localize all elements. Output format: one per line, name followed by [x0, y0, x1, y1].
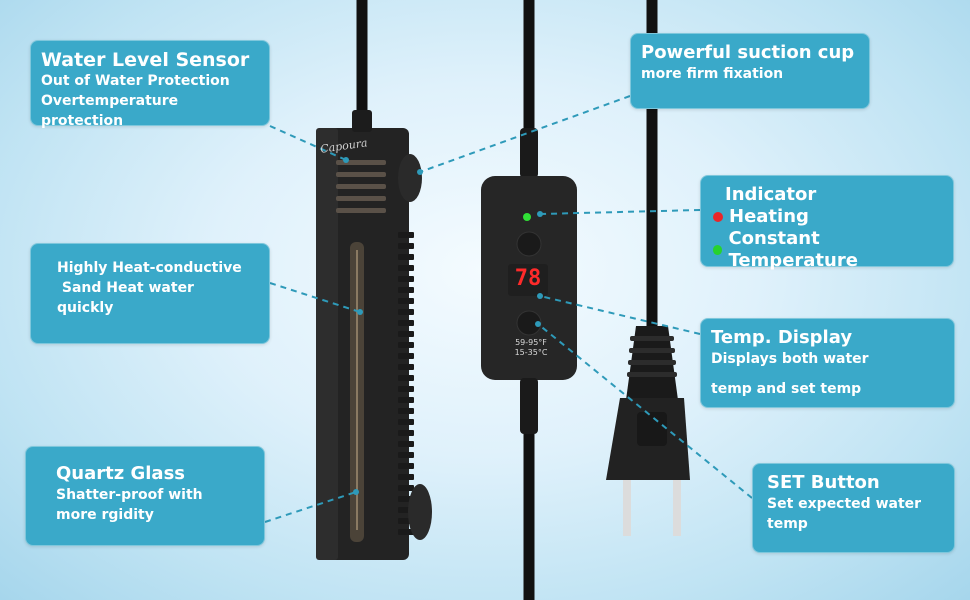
callout-line: Sand Heat water — [57, 280, 194, 296]
constant-dot-icon — [713, 245, 723, 255]
callout-title: SET Button — [767, 472, 880, 493]
callout-line: Set expected water — [767, 496, 922, 512]
temperature-range-label: 59-95°F 15-35°C — [514, 338, 548, 358]
callout-line: temp and set temp — [711, 381, 862, 397]
temperature-readout: 78 — [514, 266, 542, 291]
callout-set-button: SET Button Set expected water temp — [752, 463, 955, 553]
heater-rib — [398, 463, 414, 469]
callout-line: Shatter-proof with — [56, 487, 203, 503]
heater-rib — [398, 430, 414, 436]
heater-rib — [398, 386, 414, 392]
callout-temp-display: Temp. Display Displays both water temp a… — [700, 318, 955, 408]
callout-sand-heat: Highly Heat-conductive Sand Heat water q… — [30, 243, 270, 344]
indicator-constant-label: Constant Temperature — [728, 228, 858, 271]
heater-rib — [398, 474, 414, 480]
callout-line: Displays both water — [711, 351, 869, 367]
heater-rib — [398, 441, 414, 447]
heater-rib — [398, 529, 414, 535]
leader-lines — [264, 95, 753, 523]
heater-rib — [398, 397, 414, 403]
heater-rib — [398, 331, 414, 337]
callout-title: Indicator — [725, 184, 817, 205]
callout-quartz-glass: Quartz Glass Shatter-proof with more rgi… — [25, 446, 265, 546]
range-celsius: 15-35°C — [514, 348, 548, 357]
callout-suction-cup: Powerful suction cup more firm fixation — [630, 33, 870, 109]
heater-rib — [398, 320, 414, 326]
heating-dot-icon — [713, 212, 723, 222]
callout-indicator: Indicator Heating Constant Temperature — [700, 175, 954, 271]
range-fahrenheit: 59-95°F — [515, 338, 547, 347]
heater-rib — [398, 232, 414, 238]
power-plug — [606, 326, 690, 536]
heater-rib — [398, 309, 414, 315]
heater-rib — [398, 298, 414, 304]
callout-line: Out of Water Protection — [41, 73, 230, 89]
heater-rib — [398, 276, 414, 282]
heater-rib — [398, 452, 414, 458]
heater-rib — [398, 287, 414, 293]
heater-rib — [398, 408, 414, 414]
heater-rib — [398, 265, 414, 271]
callout-water-level-sensor: Water Level Sensor Out of Water Protecti… — [30, 40, 270, 129]
heater-rib — [398, 353, 414, 359]
callout-title: Quartz Glass — [56, 463, 186, 484]
callout-title: Temp. Display — [711, 327, 853, 348]
heater-rib — [398, 254, 414, 260]
callout-title: Water Level Sensor — [41, 49, 250, 71]
callout-line: Highly Heat-conductive — [57, 260, 242, 276]
heater-rib — [398, 342, 414, 348]
heater-rib — [398, 243, 414, 249]
indicator-heating-label: Heating — [729, 206, 809, 227]
heater-body — [316, 110, 432, 560]
leader-endpoints — [343, 157, 543, 495]
callout-title: Powerful suction cup — [641, 42, 855, 63]
controller-unit — [481, 128, 577, 434]
callout-line: temp — [767, 516, 808, 532]
callout-line: more rgidity — [56, 507, 154, 523]
callout-line: Overtemperature protection — [41, 93, 179, 129]
heater-rib — [398, 419, 414, 425]
callout-line: more firm fixation — [641, 66, 784, 82]
callout-line: quickly — [57, 300, 114, 316]
heater-rib — [398, 364, 414, 370]
heater-rib — [398, 485, 414, 491]
heater-rib — [398, 375, 414, 381]
